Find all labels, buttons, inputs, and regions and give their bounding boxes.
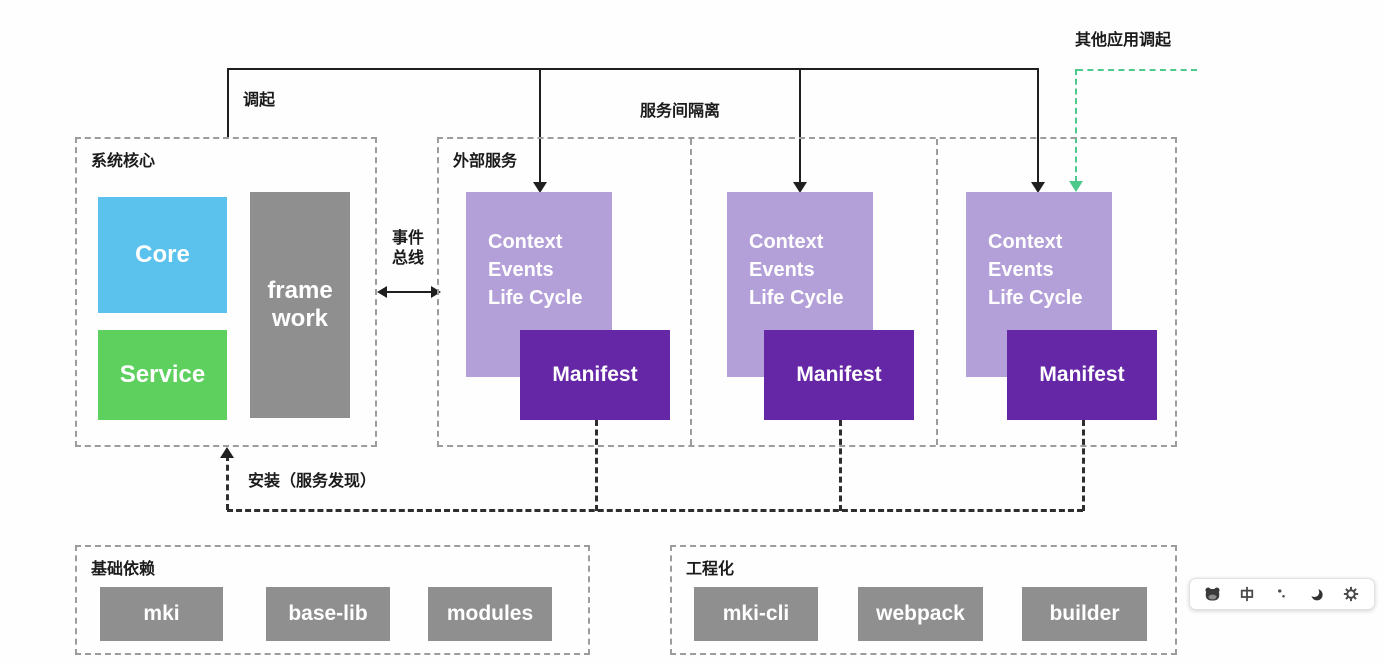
moon-icon[interactable]	[1305, 582, 1329, 606]
event-bus-label-line1: 事件	[391, 230, 424, 247]
mki-cli-label: mki-cli	[722, 602, 790, 625]
green-arrow-down-icon	[1069, 181, 1083, 192]
external-invoke-label: 其他应用调起	[1075, 32, 1172, 49]
framework-box: frame work	[250, 192, 350, 418]
mki-label: mki	[143, 602, 180, 625]
framework-label-line1: frame	[267, 277, 333, 305]
modules-label: modules	[446, 602, 534, 625]
context-line: Context	[988, 231, 1063, 253]
event-bus-arrow-line	[385, 291, 433, 293]
extension-toolbar	[1189, 578, 1375, 610]
context-line: Life Cycle	[988, 287, 1083, 309]
context-line: Life Cycle	[749, 287, 844, 309]
arrow-right-icon	[431, 286, 441, 298]
context-line: Context	[749, 231, 824, 253]
gear-icon[interactable]	[1339, 582, 1363, 606]
arrow-up-icon	[220, 447, 234, 458]
manifest-box-2: Manifest	[764, 330, 914, 420]
manifest1-install-line	[595, 420, 598, 511]
manifest-label: Manifest	[1039, 363, 1125, 386]
arrow-down-icon	[793, 182, 807, 193]
invoke-line-horizontal	[227, 68, 1039, 70]
manifest2-install-line	[839, 420, 842, 511]
invoke-line-left-drop	[227, 68, 229, 137]
core-box: Core	[98, 197, 227, 313]
modules-box: modules	[428, 587, 552, 641]
arrow-down-icon	[1031, 182, 1045, 193]
context-line: Context	[488, 231, 563, 253]
arrow-left-icon	[377, 286, 387, 298]
event-bus-label-line2: 总线	[391, 250, 424, 267]
external-services-title: 外部服务	[453, 153, 518, 170]
mki-box: mki	[100, 587, 223, 641]
builder-box: builder	[1022, 587, 1147, 641]
mki-cli-box: mki-cli	[694, 587, 818, 641]
system-core-container: 系统核心	[75, 137, 377, 447]
engineering-container: 工程化	[670, 545, 1177, 655]
base-lib-box: base-lib	[266, 587, 390, 641]
invoke-drop-service3	[1037, 68, 1039, 184]
core-label: Core	[135, 241, 190, 268]
service-box: Service	[98, 330, 227, 420]
manifest-box-3: Manifest	[1007, 330, 1157, 420]
builder-label: builder	[1049, 602, 1120, 625]
dots-icon[interactable]	[1270, 582, 1294, 606]
system-core-title: 系统核心	[91, 153, 156, 170]
webpack-label: webpack	[876, 602, 965, 625]
external-invoke-line-horizontal	[1077, 69, 1197, 71]
context-line: Events	[488, 259, 554, 281]
context-line: Events	[749, 259, 815, 281]
service-isolation-divider	[690, 139, 692, 445]
base-lib-label: base-lib	[288, 602, 368, 625]
install-line-vertical	[226, 455, 229, 510]
manifest-label: Manifest	[796, 363, 882, 386]
external-invoke-line-vertical	[1075, 69, 1077, 182]
install-label: 安装（服务发现）	[248, 473, 377, 490]
context-line: Life Cycle	[488, 287, 583, 309]
translate-icon[interactable]	[1235, 582, 1259, 606]
framework-label-line2: work	[271, 305, 328, 332]
arrow-down-icon	[533, 182, 547, 193]
webpack-box: webpack	[858, 587, 983, 641]
manifest-label: Manifest	[552, 363, 638, 386]
invoke-label: 调起	[243, 92, 276, 109]
bear-icon[interactable]	[1201, 582, 1225, 606]
invoke-drop-service1	[539, 68, 541, 184]
invoke-drop-service2	[799, 68, 801, 184]
service-label: Service	[119, 361, 206, 388]
external-services-container: 外部服务	[437, 137, 1177, 447]
event-bus-label: 事件 总线	[380, 229, 436, 269]
install-line-horizontal	[227, 509, 1083, 512]
base-dependencies-container: 基础依赖	[75, 545, 590, 655]
service-isolation-divider	[936, 139, 938, 445]
manifest3-install-line	[1082, 420, 1085, 511]
engineering-title: 工程化	[686, 561, 735, 578]
context-line: Events	[988, 259, 1054, 281]
manifest-box-1: Manifest	[520, 330, 670, 420]
isolation-label: 服务间隔离	[640, 103, 721, 120]
base-dependencies-title: 基础依赖	[91, 561, 156, 578]
